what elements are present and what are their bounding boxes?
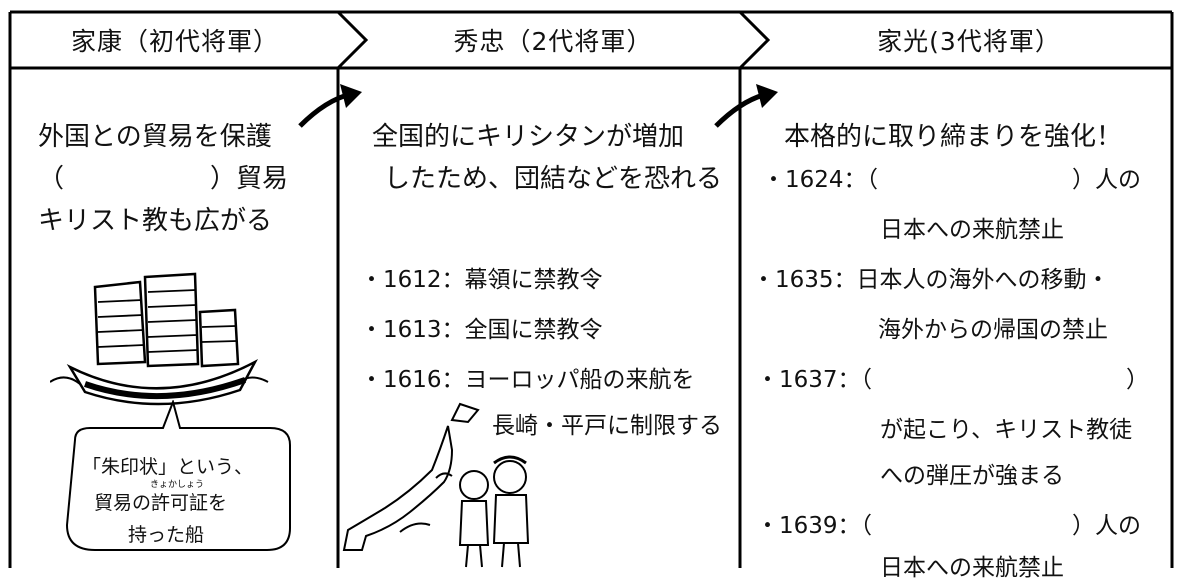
col2-item-1612: ・1612：幕領に禁教令 (360, 267, 603, 293)
col3-1624-c: 日本への来航禁止 (880, 217, 1064, 243)
header-iemitsu: 家光(3代将軍） (877, 27, 1061, 56)
col3-1637-a: ・1637：（ (756, 367, 873, 393)
col3-1624-a: ・1624：（ (762, 167, 879, 193)
arrow-icon (298, 84, 362, 128)
history-table: 家康（初代将軍） 秀忠（2代将軍） 家光(3代将軍） 外国との貿易を保護 （ ）… (8, 10, 1174, 581)
caption-line2: 貿易の許可証を (94, 492, 228, 514)
col3-1637-b: ） (1126, 367, 1149, 393)
col3-1639-b: ）人の (1072, 513, 1141, 539)
col2-intro1: 全国的にキリシタンが増加 (372, 122, 685, 152)
header-ieyasu: 家康（初代将軍） (70, 27, 279, 56)
caption-line3: 持った船 (128, 524, 205, 546)
caption-ruby: きょかしょう (150, 480, 205, 490)
header-hidetada: 秀忠（2代将軍） (453, 27, 653, 56)
caption-line1: 「朱印状」という、 (82, 456, 254, 478)
col2-intro2: したため、団結などを恐れる (384, 164, 723, 194)
arrow-icon (714, 84, 778, 128)
col3-1637-c: が起こり、キリスト教徒 (880, 417, 1133, 443)
col2-item-1616-cont: 長崎・平戸に制限する (492, 413, 722, 439)
table-grid (8, 10, 1174, 568)
col1-line1: 外国との貿易を保護 (38, 122, 272, 152)
speech-bubble (65, 400, 291, 551)
col3-1635-b: 海外からの帰国の禁止 (878, 317, 1108, 343)
col2-item-1613: ・1613：全国に禁教令 (360, 317, 603, 343)
col3-1639-a: ・1639：（ (756, 513, 873, 539)
col1-line3: キリスト教も広がる (38, 206, 273, 236)
ship-illustration (50, 272, 269, 406)
col3-intro: 本格的に取り締まりを強化！ (784, 122, 1123, 152)
col1-paren-close: ）貿易 (210, 164, 289, 194)
col3-1624-b: ）人の (1072, 167, 1141, 193)
col1-paren-open: （ (38, 164, 65, 194)
col3-1639-c: 日本への来航禁止 (880, 555, 1064, 581)
people-illustration (458, 455, 530, 568)
col3-1635-a: ・1635：日本人の海外への移動・ (752, 267, 1110, 293)
japan-map-illustration (342, 402, 480, 551)
col2-item-1616: ・1616：ヨーロッパ船の来航を (360, 367, 695, 393)
col3-1637-d: への弾圧が強まる (880, 463, 1064, 489)
